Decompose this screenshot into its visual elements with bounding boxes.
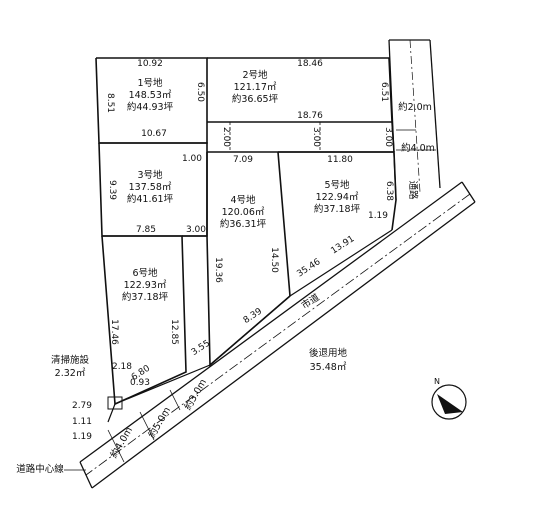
- compass: N: [431, 377, 467, 420]
- lot-1-name: 1号地: [137, 77, 163, 89]
- city-road-label: 市道: [299, 291, 322, 312]
- facility-name: 清掃施設: [51, 354, 90, 366]
- lot-5-name: 5号地: [324, 179, 350, 191]
- dim-18-46: 18.46: [297, 59, 323, 69]
- lot-4-area: 120.06㎡: [222, 207, 265, 218]
- compass-ring: [431, 384, 467, 420]
- cleaning-facility-box: [107, 396, 123, 410]
- lot-5-area: 122.94㎡: [316, 192, 359, 203]
- dim-8-51: 8.51: [105, 93, 115, 113]
- access-road-center: [409, 39, 421, 193]
- dashed-lines: [206, 122, 321, 152]
- dim-8-39: 8.39: [242, 307, 264, 326]
- compass-needle-icon: [437, 394, 463, 414]
- dim-3-00c: 3.00: [186, 225, 206, 235]
- lot-2-outline: [207, 57, 393, 123]
- dim-2-00: 2.00: [221, 127, 231, 147]
- centerline-label: 道路中心線: [16, 463, 64, 475]
- lot-5-outline: [278, 151, 397, 231]
- dim-1-19a: 1.19: [368, 211, 388, 221]
- lot-6-outline: [101, 235, 187, 406]
- road-center-line: [85, 193, 471, 476]
- access-road-label: 通路: [407, 180, 419, 200]
- lot-6-name: 6号地: [132, 267, 158, 279]
- dim-2-18: 2.18: [112, 362, 132, 372]
- lot-3-tsubo: 約41.61坪: [127, 193, 174, 205]
- access-road: [388, 39, 441, 201]
- dim-10-92: 10.92: [137, 59, 163, 69]
- dim-35-46: 35.46: [295, 257, 322, 280]
- dim-9-39: 9.39: [107, 180, 117, 200]
- arrow-5m: [139, 411, 155, 441]
- arrow-4m-b: [107, 429, 125, 463]
- access-width-2m: 約2.0m: [398, 101, 432, 113]
- lot-4-5-divider: [277, 151, 291, 297]
- lot-5-tsubo: 約37.18坪: [314, 203, 361, 215]
- dim-6-50: 6.50: [195, 82, 205, 102]
- setback-label: 後退用地: [309, 347, 348, 359]
- lot-2-area: 121.17㎡: [234, 82, 277, 93]
- dim-7-09: 7.09: [233, 155, 253, 165]
- dim-6-51: 6.51: [379, 82, 389, 102]
- road-outer-edge-lower: [91, 201, 476, 489]
- lot-2-name: 2号地: [242, 69, 268, 81]
- city-road: [79, 181, 476, 489]
- lot-3-name: 3号地: [137, 169, 163, 181]
- dim-13-91: 13.91: [329, 234, 356, 256]
- access-road-right-edge: [429, 39, 441, 189]
- dim-1-00: 1.00: [182, 154, 202, 164]
- lot-6-area: 122.93㎡: [124, 280, 167, 291]
- dim-7-85: 7.85: [136, 225, 156, 235]
- dim-3-00b: 3.00: [383, 127, 393, 147]
- setback-strip: [107, 229, 393, 423]
- dim-6-38: 6.38: [384, 181, 394, 201]
- setback-area: 35.48㎡: [310, 362, 347, 373]
- lot-4-name: 4号地: [230, 194, 256, 206]
- road-end-right: [461, 181, 476, 203]
- access-width-4m: 約4.0m: [401, 142, 435, 154]
- compass-label: N: [434, 377, 440, 386]
- dim-1-19b: 1.19: [72, 432, 92, 442]
- facility-area: 2.32㎡: [55, 368, 86, 379]
- dim-1-11: 1.11: [72, 417, 92, 427]
- road-outer-edge: [79, 181, 463, 463]
- lot-1-tsubo: 約44.93坪: [127, 101, 174, 113]
- dim-19-36: 19.36: [213, 257, 223, 283]
- dim-0-93: 0.93: [130, 378, 150, 388]
- arrow-3m: [169, 389, 181, 411]
- dim-18-76: 18.76: [297, 111, 323, 121]
- dim-11-80: 11.80: [327, 155, 353, 165]
- lot-6-tsubo: 約37.18坪: [122, 291, 169, 303]
- lot-2-flag-end: [391, 121, 395, 153]
- dim-2-79: 2.79: [72, 401, 92, 411]
- lot-3-area: 137.58㎡: [129, 182, 172, 193]
- dim-3-00a: 3.00: [311, 127, 321, 147]
- road-width-3m: 約3.0m: [182, 377, 209, 412]
- width-arrows: [107, 129, 436, 463]
- dim-14-50: 14.50: [269, 247, 279, 273]
- dim-12-85: 12.85: [169, 319, 179, 345]
- dim-10-67: 10.67: [141, 129, 167, 139]
- dim-17-46: 17.46: [109, 319, 119, 345]
- lot-4-tsubo: 約36.31坪: [220, 218, 267, 230]
- lot-2-tsubo: 約36.65坪: [232, 93, 279, 105]
- lot-1-area: 148.53㎡: [129, 90, 172, 101]
